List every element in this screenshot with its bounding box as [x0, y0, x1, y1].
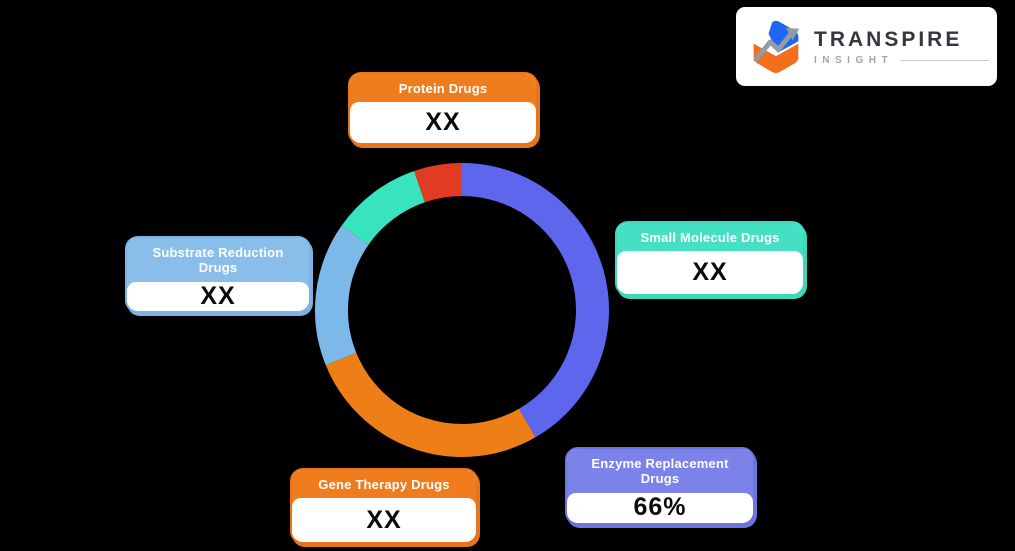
logo-arrow-head — [785, 27, 800, 40]
donut-segment-substrate-reduction-drugs — [315, 225, 369, 366]
callout-enzyme-replacement-drugs: Enzyme Replacement Drugs 66% — [565, 447, 755, 525]
logo-arrow-zigzag — [753, 29, 795, 62]
callout-substrate-reduction-drugs: Substrate Reduction Drugs XX — [125, 236, 311, 313]
callout-label: Enzyme Replacement Drugs — [591, 456, 729, 487]
logo-text-block: TRANSPIRE INSIGHT — [814, 28, 997, 66]
callout-value: 66% — [567, 492, 753, 523]
donut-segment-small-molecule-drugs — [341, 171, 426, 246]
logo-underline — [900, 59, 989, 61]
callout-value: XX — [350, 102, 536, 143]
callout-label: Gene Therapy Drugs — [318, 477, 450, 492]
callout-value: XX — [127, 281, 309, 311]
callout-header: Substrate Reduction Drugs — [127, 238, 309, 290]
logo-subtitle: INSIGHT — [814, 54, 894, 66]
donut-segment-enzyme-replacement-drugs — [461, 163, 609, 438]
callout-label: Substrate Reduction Drugs — [152, 245, 284, 276]
callout-label: Small Molecule Drugs — [640, 230, 780, 245]
transpire-insight-logo: TRANSPIRE INSIGHT — [736, 7, 997, 86]
logo-title: TRANSPIRE — [814, 27, 963, 51]
callout-value: XX — [617, 251, 803, 294]
donut-segment-protein-drugs — [414, 163, 463, 203]
callout-small-molecule-drugs: Small Molecule Drugs XX — [615, 221, 805, 296]
callout-protein-drugs: Protein Drugs XX — [348, 72, 538, 145]
callout-header: Enzyme Replacement Drugs — [567, 449, 753, 501]
donut-segment-gene-therapy-drugs — [325, 352, 536, 457]
callout-gene-therapy-drugs: Gene Therapy Drugs XX — [290, 468, 478, 544]
callout-value: XX — [292, 498, 476, 542]
callout-label: Protein Drugs — [398, 81, 488, 96]
logo-hexagon-icon — [753, 20, 800, 73]
